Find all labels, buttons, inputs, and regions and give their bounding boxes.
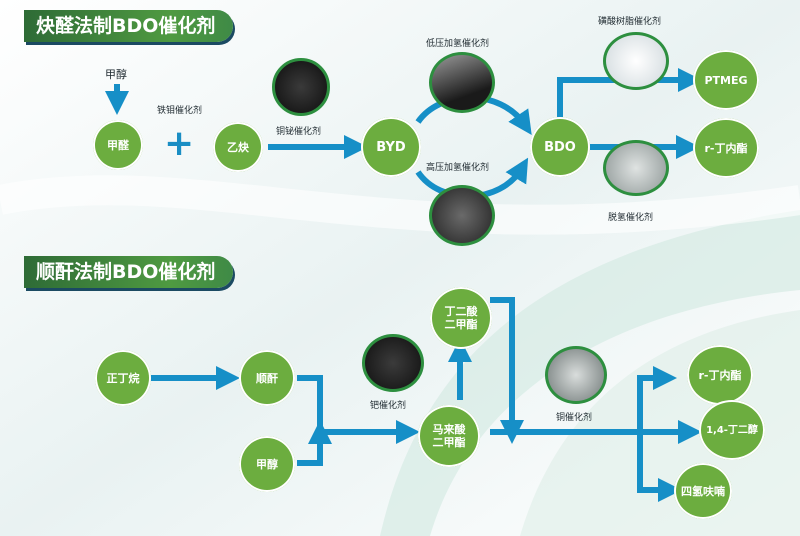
label-catalyst-iron-mo: 铁钼催化剂 [157, 106, 203, 116]
node-thf: 四氢呋喃 [674, 463, 732, 519]
node-methanol: 甲醇 [239, 436, 295, 492]
plus-icon: + [164, 123, 195, 164]
node-1-4-bdo: 1,4-丁二醇 [699, 400, 765, 460]
node-dimethyl-maleate: 马来酸 二甲酯 [418, 405, 480, 467]
node-ptmeg: PTMEG [693, 50, 759, 110]
label-catalyst-high-pressure: 高压加氢催化剂 [426, 163, 490, 173]
node-acetylene: 乙炔 [213, 122, 263, 172]
arrow-to-thf [637, 432, 682, 502]
section2-title-banner: 顺酐法制BDO催化剂 [24, 256, 234, 288]
arrow-bdo-to-ptmeg [557, 68, 702, 120]
node-gbl-1: r-丁内酯 [693, 118, 759, 178]
section2-title: 顺酐法制BDO催化剂 [36, 261, 216, 283]
label-catalyst-cu-bi: 铜铋催化剂 [276, 127, 322, 137]
arrow-dms-down [490, 297, 524, 444]
arrow-ma-to-dmm [297, 375, 420, 444]
label-catalyst-pd: 钯催化剂 [370, 401, 407, 411]
arrow-to-gbl [490, 366, 677, 435]
label-catalyst-low-pressure: 低压加氢催化剂 [426, 39, 490, 49]
node-butane: 正丁烷 [95, 350, 151, 406]
node-gbl-2: r-丁内酯 [687, 345, 753, 405]
catalyst-photo-pd [362, 334, 424, 392]
section1-title: 炔醛法制BDO催化剂 [36, 15, 216, 37]
node-byd: BYD [361, 117, 421, 177]
catalyst-photo-cu [545, 346, 607, 404]
node-bdo: BDO [530, 117, 590, 177]
section1-title-banner: 炔醛法制BDO催化剂 [24, 10, 234, 42]
catalyst-photo-low-pressure [429, 52, 495, 113]
label-catalyst-dehydrogenation: 脱氢催化剂 [608, 213, 654, 223]
node-maleic-anhydride: 顺酐 [239, 350, 295, 406]
catalyst-photo-cu-bi [272, 58, 330, 116]
label-catalyst-cu: 铜催化剂 [556, 413, 593, 423]
catalyst-photo-resin [603, 32, 669, 90]
label-methanol-start: 甲醇 [105, 68, 127, 81]
node-formaldehyde: 甲醛 [93, 120, 143, 170]
node-dimethyl-succinate: 丁二酸 二甲酯 [430, 287, 492, 349]
catalyst-photo-high-pressure [429, 185, 495, 246]
label-catalyst-resin: 磺酸树脂催化剂 [598, 17, 662, 27]
catalyst-photo-dehydrogenation [603, 140, 669, 196]
arrow-methanol-to-dmm [297, 420, 332, 466]
